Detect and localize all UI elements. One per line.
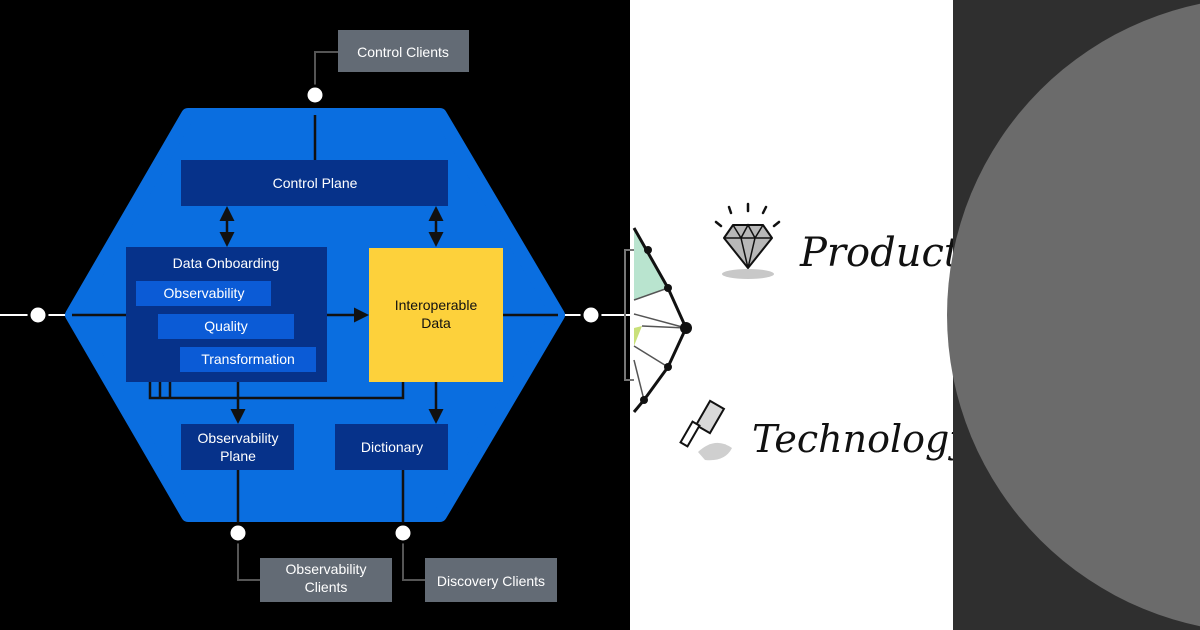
interoperable-data-box <box>369 248 503 382</box>
technology-label: Technology <box>752 417 971 461</box>
radar-node <box>680 322 692 334</box>
control-plane-label: Control Plane <box>273 175 358 191</box>
radar-node <box>664 363 672 371</box>
diamond-icon <box>714 202 781 279</box>
control-clients-label: Control Clients <box>357 44 449 60</box>
quality-step-label: Quality <box>204 318 248 334</box>
discovery-clients-box <box>425 558 557 602</box>
radar-node <box>664 284 672 292</box>
observability-plane-box <box>181 424 294 470</box>
observability-port <box>227 522 249 544</box>
transformation-step-label: Transformation <box>201 351 295 367</box>
radar-sketch <box>632 227 692 413</box>
interoperable-data-label-line2: Data <box>421 315 451 331</box>
discovery-clients-label: Discovery Clients <box>437 573 545 589</box>
radar-node <box>640 396 648 404</box>
observability-clients-label-line1: Observability <box>286 561 367 577</box>
partial-bracket <box>624 249 634 381</box>
dictionary-label: Dictionary <box>361 439 423 455</box>
observability-step-label: Observability <box>164 285 245 301</box>
control-clients-box <box>338 30 469 72</box>
interoperable-data-label-line1: Interoperable <box>395 297 478 313</box>
hammer-icon <box>679 399 732 461</box>
control-port <box>304 84 326 106</box>
transformation-step-box <box>180 347 316 372</box>
quality-step-box <box>158 314 294 339</box>
sketch-panel-bg <box>630 0 953 630</box>
observability-clients-box <box>260 558 392 602</box>
gray-circle-shape <box>947 3 1200 627</box>
observability-plane-label-line1: Observability <box>198 430 279 446</box>
output-port <box>580 304 602 326</box>
input-port <box>27 304 49 326</box>
control-clients-connector <box>314 51 338 95</box>
discovery-clients-connector <box>402 535 425 581</box>
radar-spokes <box>633 287 687 401</box>
product-label: Product <box>799 230 961 276</box>
dictionary-box <box>335 424 448 470</box>
discovery-port <box>392 522 414 544</box>
observability-plane-label-line2: Plane <box>220 448 256 464</box>
control-plane-box <box>181 160 448 206</box>
data-onboarding-label: Data Onboarding <box>173 255 280 271</box>
observability-clients-label-line2: Clients <box>305 579 348 595</box>
radar-lime-segment <box>634 326 642 346</box>
radar-node <box>644 246 652 254</box>
observability-clients-connector <box>237 535 260 581</box>
observability-step-box <box>136 281 271 306</box>
radar-green-segment <box>634 230 668 300</box>
